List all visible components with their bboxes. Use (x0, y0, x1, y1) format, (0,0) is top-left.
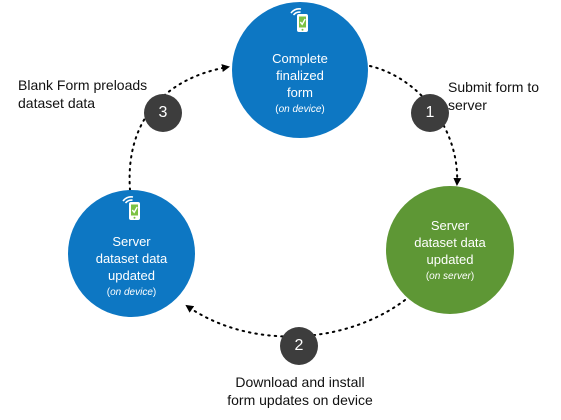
node-server-dataset-updated-device: Server dataset data updated (on device) (68, 190, 195, 317)
arrow-download (185, 299, 406, 338)
node-context: (on server) (425, 270, 475, 282)
mobile-device-icon (122, 196, 140, 220)
step-badge-3: 3 (144, 94, 182, 132)
step-label-submit: Submit form to server (448, 79, 540, 113)
mobile-device-icon (290, 8, 308, 32)
step-label-download: Download and install form updates on dev… (227, 374, 373, 408)
step-label-preload: Blank Form preloads dataset data (18, 77, 148, 111)
node-context: (on device) (275, 103, 325, 115)
node-title: Server dataset data updated (414, 217, 486, 267)
node-title: Complete finalized form (272, 50, 328, 100)
node-complete-finalized-form: Complete finalized form (on device) (232, 2, 368, 138)
node-server-dataset-updated-server: Server dataset data updated (on server) (386, 186, 514, 314)
step-badge-2: 2 (280, 327, 318, 365)
node-context: (on device) (106, 287, 157, 298)
node-title: Server dataset data updated (95, 234, 168, 283)
step-badge-1: 1 (411, 94, 449, 132)
